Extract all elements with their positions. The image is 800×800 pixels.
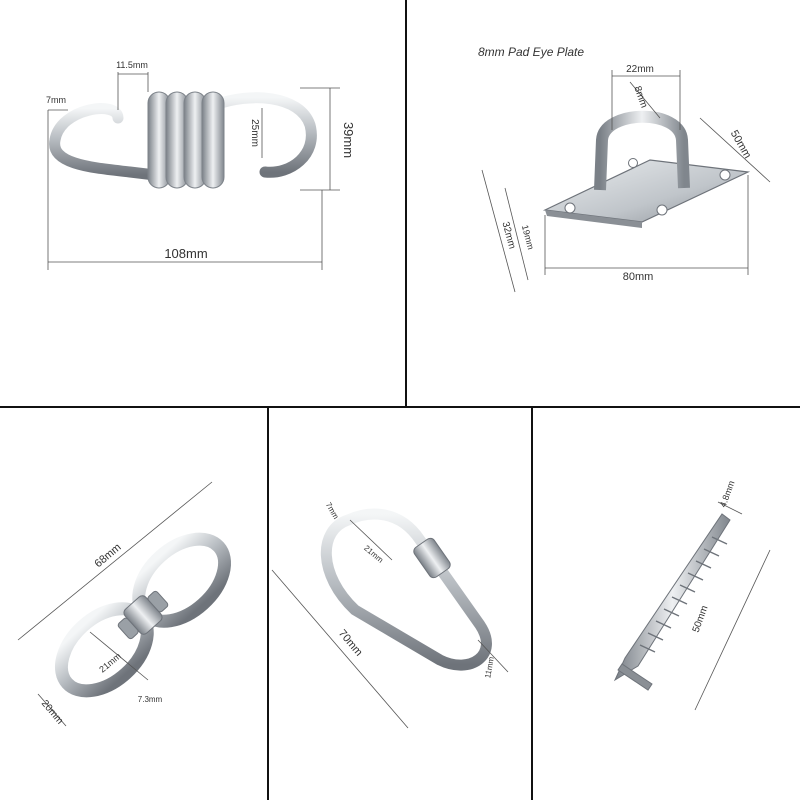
swivel-image <box>54 532 232 698</box>
eye-plate-panel: 8mm Pad Eye Plate 22mm 8mm 50mm 32mm 19m… <box>478 45 771 293</box>
carabiner-length-label: 70mm <box>336 628 365 659</box>
swivel-panel: 68mm 21mm 20mm 7.3mm <box>17 481 232 727</box>
spring-width-label: 108mm <box>164 246 207 261</box>
carabiner-inner-label: 21mm <box>362 543 385 564</box>
eye-plate-width-label: 80mm <box>623 271 654 283</box>
eye-plate-hole-label: 8mm <box>631 85 649 110</box>
spring-panel: 108mm 39mm 25mm 11.5mm 7mm <box>46 60 356 270</box>
eye-plate-inner-label: 19mm <box>520 224 536 251</box>
swivel-wire-label: 7.3mm <box>138 695 163 704</box>
spring-wire-label: 7mm <box>46 95 66 105</box>
eye-plate-side-label: 50mm <box>728 128 754 160</box>
carabiner-wire-label: 7mm <box>324 501 341 521</box>
spring-height-label: 39mm <box>341 122 356 158</box>
spring-hook-gap-label: 11.5mm <box>116 60 148 70</box>
carabiner-panel: 7mm 21mm 70mm 11mm <box>271 501 509 729</box>
swivel-length-label: 68mm <box>93 541 124 570</box>
carabiner-end-label: 11mm <box>483 656 496 679</box>
carabiner-image <box>320 508 492 671</box>
eye-plate-top-label: 22mm <box>626 64 654 75</box>
screw-image <box>613 513 731 691</box>
spring-image <box>49 91 317 189</box>
eye-plate-title: 8mm Pad Eye Plate <box>478 45 584 59</box>
eye-plate-image <box>542 110 751 228</box>
screw-diameter-label: 4.8mm <box>718 479 737 508</box>
spring-inner-label: 25mm <box>249 119 260 147</box>
swivel-width-label: 20mm <box>39 698 65 726</box>
screw-panel: 4.8mm 50mm <box>613 479 771 711</box>
screw-length-label: 50mm <box>691 604 711 634</box>
